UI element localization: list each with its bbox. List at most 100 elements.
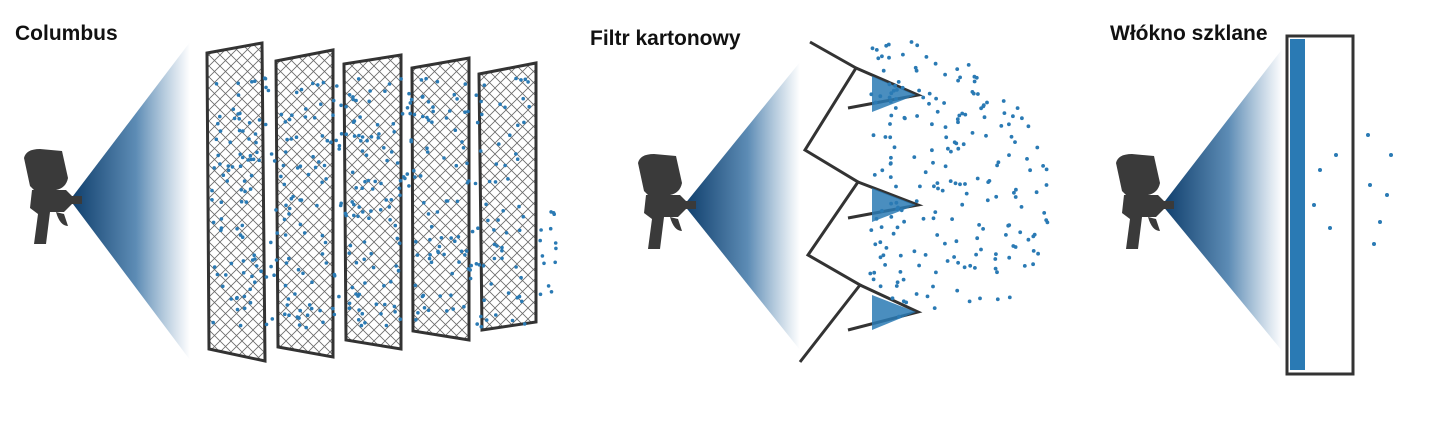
particle — [445, 309, 449, 313]
spray-cone — [70, 42, 190, 360]
particle — [287, 313, 291, 318]
particle — [387, 82, 392, 86]
particle — [931, 284, 935, 289]
particle — [248, 287, 252, 292]
particle — [961, 142, 966, 147]
particle — [470, 229, 475, 234]
particle — [335, 84, 339, 88]
particle — [394, 264, 399, 268]
particle — [211, 220, 216, 225]
particle — [319, 102, 323, 106]
particle — [897, 314, 901, 319]
particle — [453, 239, 457, 243]
particle — [960, 111, 965, 116]
particle — [879, 225, 884, 230]
particle — [259, 269, 263, 274]
particle — [329, 140, 333, 144]
particle — [975, 236, 980, 241]
particle — [955, 288, 960, 293]
particle — [350, 170, 355, 175]
particle — [366, 178, 371, 183]
particle — [240, 223, 245, 228]
particle — [419, 78, 424, 82]
particle — [331, 113, 335, 117]
particle — [894, 184, 898, 189]
particle — [933, 210, 938, 215]
particle — [932, 306, 937, 310]
particle — [359, 139, 363, 143]
particle — [379, 312, 383, 316]
particle — [1312, 203, 1316, 207]
particle — [357, 292, 362, 297]
particle — [287, 212, 291, 216]
particle — [978, 296, 982, 301]
particle — [946, 146, 950, 151]
particle — [453, 128, 458, 132]
particle — [887, 82, 892, 87]
particle — [893, 83, 897, 88]
particle — [967, 299, 972, 304]
particle — [407, 91, 411, 96]
particle — [384, 323, 389, 328]
particle — [878, 94, 883, 99]
particle — [399, 77, 403, 81]
particle — [297, 316, 301, 320]
particle — [474, 262, 479, 266]
particle — [538, 238, 542, 243]
particle — [492, 242, 497, 247]
particle — [960, 202, 965, 207]
particle — [210, 188, 214, 193]
particle — [895, 207, 900, 212]
particle — [883, 263, 887, 267]
particle — [250, 80, 254, 84]
particle — [431, 105, 435, 109]
particle — [376, 135, 381, 140]
particle — [375, 123, 380, 127]
particle — [898, 270, 903, 274]
particle — [293, 292, 297, 296]
particle — [984, 133, 988, 138]
particle — [482, 298, 486, 303]
particle — [297, 323, 302, 327]
particle — [445, 199, 450, 203]
particle — [923, 170, 928, 175]
particle — [320, 233, 325, 238]
particle — [994, 194, 999, 199]
particle — [514, 76, 518, 81]
particle — [463, 110, 467, 114]
particle — [914, 68, 919, 73]
particle — [442, 252, 446, 257]
particle — [356, 318, 361, 322]
particle — [889, 113, 894, 118]
particle — [385, 158, 389, 163]
particle — [549, 290, 554, 294]
particle — [437, 244, 442, 249]
particle — [370, 187, 375, 191]
particle — [351, 120, 356, 124]
particle — [414, 318, 418, 322]
particle — [527, 104, 531, 109]
particle — [1389, 153, 1393, 157]
particle — [487, 179, 492, 184]
particle — [229, 297, 233, 301]
columbus-title: Columbus — [15, 22, 118, 45]
particle — [241, 259, 246, 263]
particle — [296, 267, 301, 272]
particle — [294, 90, 299, 95]
particle — [993, 257, 998, 261]
particle — [264, 275, 269, 279]
particle — [1044, 218, 1049, 223]
particle — [878, 284, 883, 289]
particle — [219, 200, 224, 204]
particle — [1042, 211, 1047, 215]
particle — [409, 139, 414, 144]
particle — [237, 117, 241, 121]
particle — [354, 292, 358, 296]
particle — [1006, 223, 1011, 228]
particle — [493, 180, 498, 184]
particle — [500, 248, 504, 253]
particle — [461, 146, 466, 150]
particle — [921, 216, 926, 221]
particle — [320, 180, 324, 185]
particle — [254, 264, 259, 268]
